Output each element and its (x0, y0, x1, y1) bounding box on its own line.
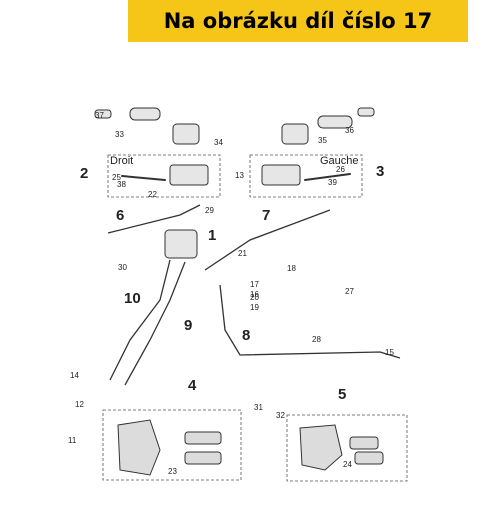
part-number-33: 33 (115, 130, 124, 139)
part-number-17: 17 (250, 280, 259, 289)
side-label-gauche: Gauche (320, 155, 359, 167)
part-number-29: 29 (205, 206, 214, 215)
part-number-19: 19 (250, 303, 259, 312)
title-banner: Na obrázku díl číslo 17 (128, 0, 468, 42)
front-pad-lower (184, 451, 222, 465)
group-number-8: 8 (242, 327, 250, 344)
part-number-13: 13 (235, 171, 244, 180)
part-number-34: 34 (214, 138, 223, 147)
group-box-3 (249, 154, 363, 198)
switch-housing-left (281, 123, 309, 145)
grip-right (129, 107, 161, 121)
lever-left (304, 173, 351, 181)
group-number-3: 3 (376, 163, 384, 180)
hose-10 (109, 259, 171, 381)
part-number-28: 28 (312, 335, 321, 344)
rear-pad-upper (349, 436, 379, 450)
group-number-2: 2 (80, 165, 88, 182)
master-cylinder-right (169, 164, 209, 186)
group-box-2 (107, 154, 221, 198)
group-box-5 (286, 414, 408, 482)
group-number-7: 7 (262, 207, 270, 224)
part-number-24: 24 (343, 460, 352, 469)
rear-caliper (299, 424, 343, 471)
group-number-6: 6 (116, 207, 124, 224)
part-number-14: 14 (70, 371, 79, 380)
front-caliper (117, 419, 161, 476)
part-number-37: 37 (95, 111, 104, 120)
hose-6 (107, 204, 201, 234)
bar-end-left (357, 107, 375, 117)
group-number-10: 10 (124, 290, 141, 307)
part-number-35: 35 (318, 136, 327, 145)
part-number-18: 18 (287, 264, 296, 273)
part-number-36: 36 (345, 126, 354, 135)
front-pad-upper (184, 431, 222, 445)
side-label-droit: Droit (110, 155, 133, 167)
group-box-4 (102, 409, 242, 481)
part-number-16: 16 (250, 290, 259, 299)
hose-7 (204, 209, 331, 271)
part-number-20: 20 (250, 293, 259, 302)
part-number-30: 30 (118, 263, 127, 272)
hose-9 (124, 261, 186, 386)
hose-8 (219, 284, 401, 359)
part-number-31: 31 (254, 403, 263, 412)
lever-right (121, 175, 166, 181)
group-number-5: 5 (338, 386, 346, 403)
part-number-32: 32 (276, 411, 285, 420)
rear-pad-lower (354, 451, 384, 465)
part-number-25: 25 (112, 173, 121, 182)
banner-title: Na obrázku díl číslo 17 (163, 9, 433, 33)
grip-left (317, 115, 353, 129)
abs-unit (164, 229, 198, 259)
group-number-9: 9 (184, 317, 192, 334)
part-number-11: 11 (68, 436, 77, 445)
part-number-22: 22 (148, 190, 157, 199)
master-cylinder-left (261, 164, 301, 186)
part-number-38: 38 (117, 180, 126, 189)
part-number-26: 26 (336, 165, 345, 174)
group-number-4: 4 (188, 377, 197, 394)
bar-end-right (94, 109, 112, 119)
part-number-21: 21 (238, 249, 247, 258)
part-number-39: 39 (328, 178, 337, 187)
switch-housing-right (172, 123, 200, 145)
group-number-1: 1 (208, 227, 216, 244)
part-number-23: 23 (168, 467, 177, 476)
part-number-27: 27 (345, 287, 354, 296)
part-number-12: 12 (75, 400, 84, 409)
part-number-15: 15 (385, 348, 394, 357)
